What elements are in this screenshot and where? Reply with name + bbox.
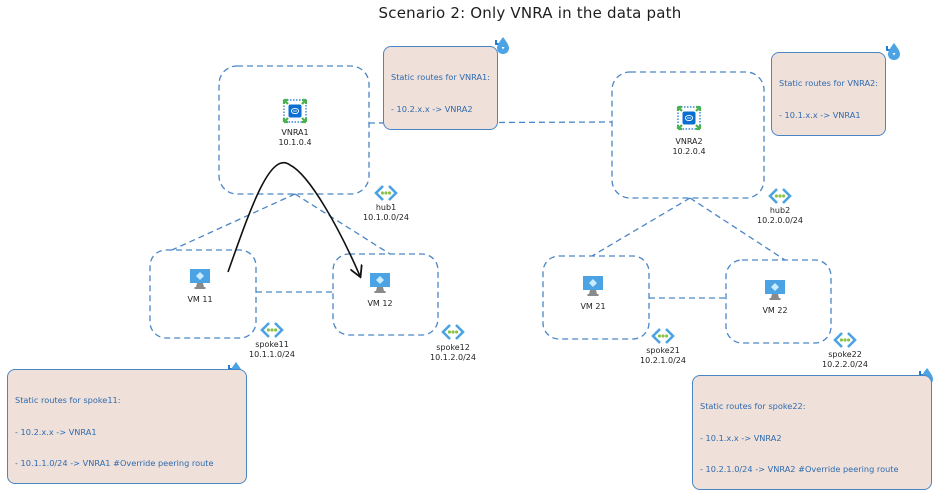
vnet-name: hub2 (769, 206, 791, 215)
virtual-network-icon (260, 321, 284, 339)
spoke22-static-routes-note: Static routes for spoke22: - 10.1.x.x ->… (692, 375, 932, 490)
note-line: - 10.1.1.0/24 -> VNRA1 #Override peering… (15, 458, 214, 468)
vnet-name: spoke11 (255, 340, 289, 349)
virtual-machine-icon (190, 269, 210, 289)
vnet-name: hub1 (375, 203, 397, 212)
spoke22-boundary (725, 259, 832, 344)
spoke11-boundary (149, 249, 257, 339)
virtual-machine-icon (583, 276, 603, 296)
route-table-icon (495, 36, 510, 55)
note-line: Static routes for VNRA2: (779, 78, 879, 88)
vnet-name: spoke12 (436, 343, 470, 352)
vnet-cidr: 10.2.1.0/24 (640, 356, 686, 365)
note-line: Static routes for spoke22: (700, 401, 806, 411)
hub1-boundary (218, 65, 370, 195)
hub1-label: hub1 10.1.0.0/24 (351, 203, 421, 223)
hub1-spoke12-peering (294, 193, 391, 255)
vnet-name: spoke22 (828, 350, 862, 359)
vm11-label: VM 11 (187, 295, 213, 304)
vnet-cidr: 10.1.1.0/24 (249, 350, 295, 359)
note-line: - 10.1.x.x -> VNRA1 (779, 109, 861, 120)
virtual-network-icon (833, 331, 857, 349)
hub1-spoke11-peering (171, 193, 296, 251)
hub2-label: hub2 10.2.0.0/24 (745, 206, 815, 226)
router-name: VNRA1 (281, 128, 309, 137)
note-line: Static routes for spoke11: (15, 395, 121, 405)
virtual-network-icon (374, 184, 398, 202)
spoke11-static-routes-note: Static routes for spoke11: - 10.2.x.x ->… (7, 369, 247, 484)
note-line: - 10.1.x.x -> VNRA2 (700, 432, 782, 443)
vnet-cidr: 10.1.0.0/24 (363, 213, 409, 222)
virtual-network-icon (768, 187, 792, 205)
route-table-icon (886, 42, 901, 61)
hub2-spoke22-peering (689, 197, 786, 261)
note-line: - 10.2.x.x -> VNRA1 (15, 426, 97, 437)
virtual-machine-icon (765, 280, 785, 300)
router-ip: 10.2.0.4 (672, 147, 706, 156)
vnet-cidr: 10.1.2.0/24 (430, 353, 476, 362)
spoke21-label: spoke21 10.2.1.0/24 (628, 346, 698, 366)
router-name: VNRA2 (675, 137, 703, 146)
vnet-cidr: 10.2.0.0/24 (757, 216, 803, 225)
vm22-label: VM 22 (762, 306, 788, 315)
spoke12-boundary (332, 253, 439, 336)
spoke11-label: spoke11 10.1.1.0/24 (237, 340, 307, 360)
vnra1-static-routes-note: Static routes for VNRA1: - 10.2.x.x -> V… (383, 46, 499, 130)
vnra2-static-routes-note: Static routes for VNRA2: - 10.1.x.x -> V… (771, 52, 887, 136)
vm12-label: VM 12 (367, 299, 393, 308)
hub2-boundary (611, 71, 765, 199)
virtual-network-icon (441, 323, 465, 341)
spoke12-label: spoke12 10.1.2.0/24 (418, 343, 488, 363)
virtual-network-router-icon (282, 98, 308, 124)
vnra1-label: VNRA1 10.1.0.4 (265, 128, 325, 148)
vm21-label: VM 21 (580, 302, 606, 311)
spoke22-label: spoke22 10.2.2.0/24 (810, 350, 880, 370)
traffic-flow-arrow (227, 162, 360, 276)
hub2-spoke21-peering (591, 197, 691, 257)
virtual-machine-icon (370, 273, 390, 293)
virtual-network-icon (651, 327, 675, 345)
vnra2-label: VNRA2 10.2.0.4 (659, 137, 719, 157)
router-ip: 10.1.0.4 (278, 138, 312, 147)
diagram-title: Scenario 2: Only VNRA in the data path (0, 4, 940, 22)
diagram-title-text: Scenario 2: Only VNRA in the data path (378, 4, 682, 22)
spoke21-boundary (542, 255, 650, 340)
note-line: - 10.2.x.x -> VNRA2 (391, 103, 473, 114)
vnet-cidr: 10.2.2.0/24 (822, 360, 868, 369)
virtual-network-router-icon (676, 105, 702, 131)
note-line: Static routes for VNRA1: (391, 72, 491, 82)
vnet-name: spoke21 (646, 346, 680, 355)
note-line: - 10.2.1.0/24 -> VNRA2 #Override peering… (700, 464, 899, 474)
